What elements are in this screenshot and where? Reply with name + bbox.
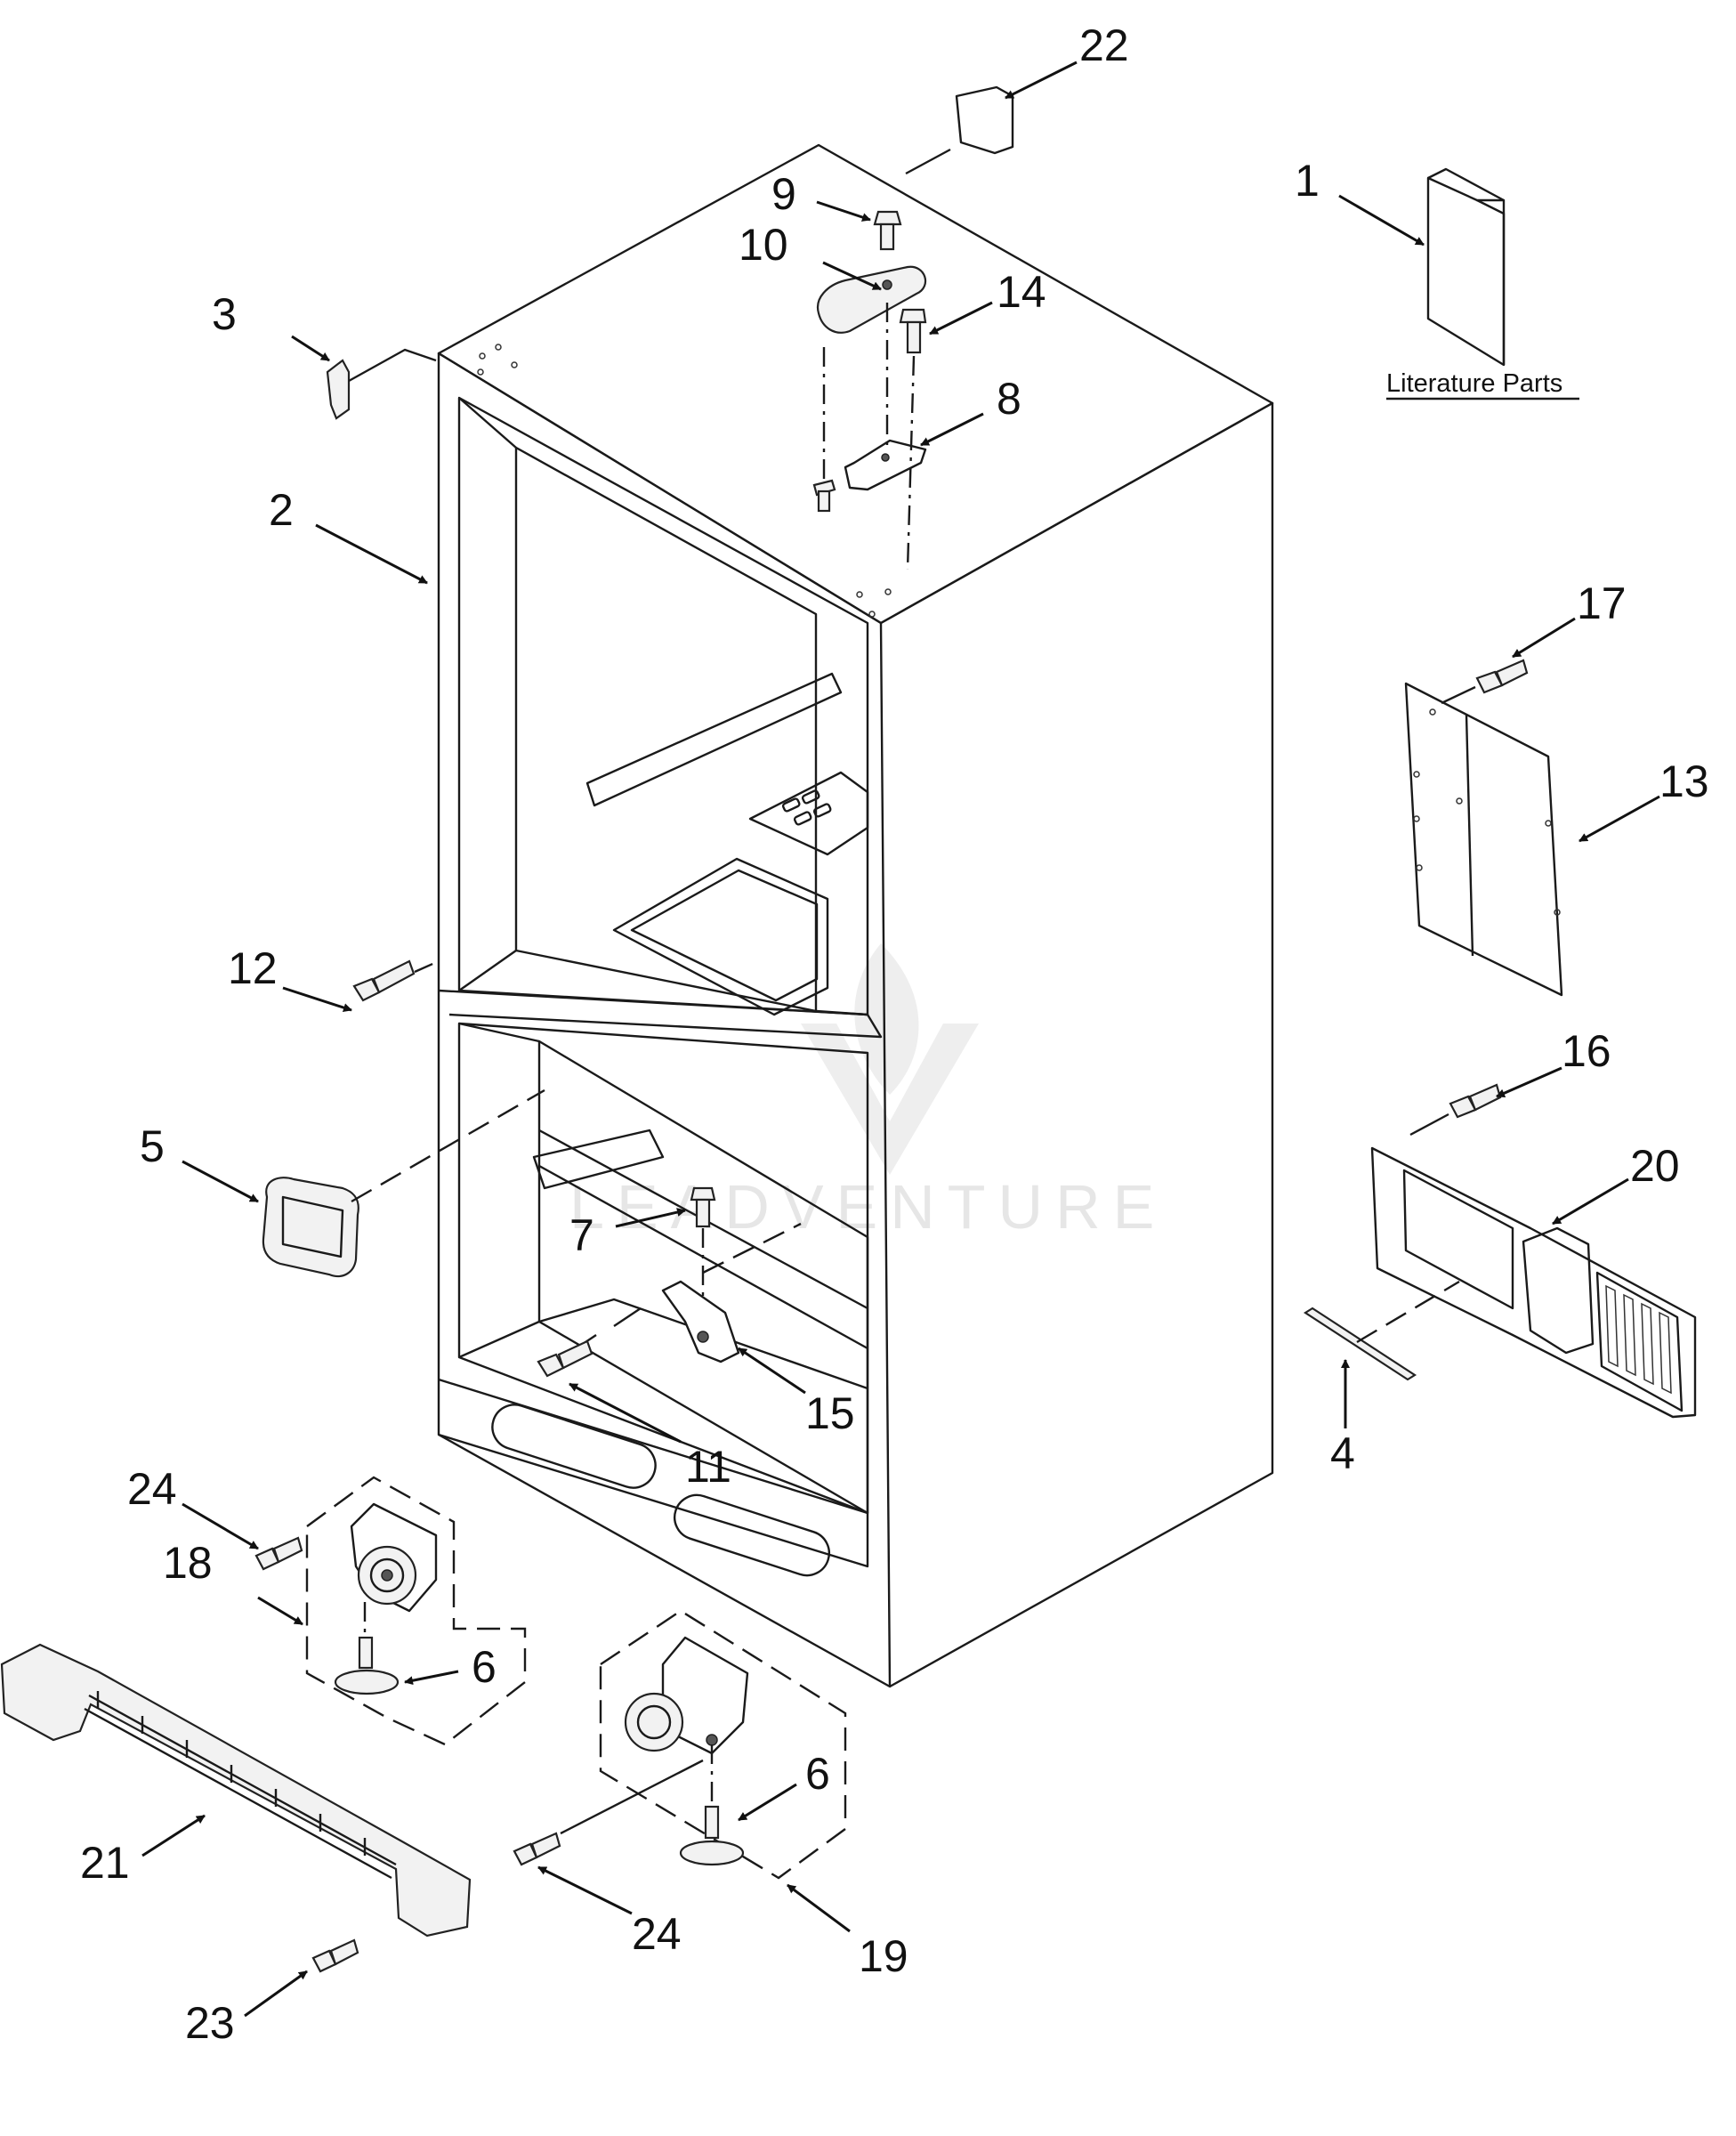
- part-3-clip: [326, 348, 437, 420]
- part-1-literature: Literature Parts: [1386, 167, 1579, 400]
- callout-13: 13: [1659, 756, 1709, 806]
- callout-3: 3: [212, 289, 237, 339]
- lower-hinge-parts: [537, 1186, 802, 1378]
- callout-10: 10: [739, 220, 788, 270]
- callout-5: 5: [140, 1121, 165, 1171]
- part-18-roller-assembly: [254, 1476, 527, 1746]
- callout-15: 15: [805, 1388, 855, 1438]
- top-hinge-assembly: [812, 210, 927, 570]
- callout-7: 7: [569, 1210, 594, 1260]
- callout-2: 2: [269, 485, 294, 535]
- part-20-grille: [1303, 1083, 1697, 1419]
- part-22-label: [955, 85, 1014, 155]
- cabinet-holes: [477, 344, 892, 618]
- interior-vents: [781, 789, 832, 826]
- callout-11: 11: [685, 1442, 731, 1492]
- callout-14: 14: [997, 267, 1046, 317]
- callout-23: 23: [185, 1998, 235, 2048]
- callout-24-left: 24: [127, 1464, 177, 1514]
- refrigerator-cabinet: [437, 143, 1274, 1688]
- watermark-text: LEADVENTURE: [569, 1172, 1167, 1242]
- callout-24-right: 24: [632, 1909, 682, 1959]
- part-21-toe-grille: [0, 1643, 472, 1973]
- watermark: LEADVENTURE: [569, 943, 1167, 1242]
- callout-21: 21: [80, 1838, 130, 1888]
- callout-arrows: [141, 61, 1660, 2018]
- part-19-roller-assembly: [513, 1609, 847, 1880]
- callout-22: 22: [1079, 20, 1129, 70]
- part-12-screw: [352, 959, 440, 1002]
- callout-4: 4: [1330, 1428, 1355, 1478]
- callout-16: 16: [1562, 1026, 1611, 1076]
- callout-9: 9: [771, 169, 796, 219]
- callout-6-right: 6: [805, 1749, 830, 1799]
- callout-20: 20: [1630, 1141, 1680, 1191]
- literature-parts-label: Literature Parts: [1386, 369, 1562, 398]
- callout-17: 17: [1577, 578, 1627, 628]
- callout-6-left: 6: [472, 1642, 497, 1692]
- callout-1: 1: [1295, 156, 1320, 206]
- callout-8: 8: [997, 374, 1021, 424]
- callout-19: 19: [859, 1931, 908, 1981]
- callout-18: 18: [163, 1538, 213, 1588]
- callout-12: 12: [228, 943, 278, 993]
- callout-labels: 22 1 9 10 14 3 8 2 17 13 12 16 5 20 7 15…: [80, 20, 1709, 2048]
- part-13-panel: [1404, 659, 1563, 997]
- part-5-icemaker-cover: [262, 1088, 545, 1278]
- grille-slots: [1605, 1284, 1672, 1395]
